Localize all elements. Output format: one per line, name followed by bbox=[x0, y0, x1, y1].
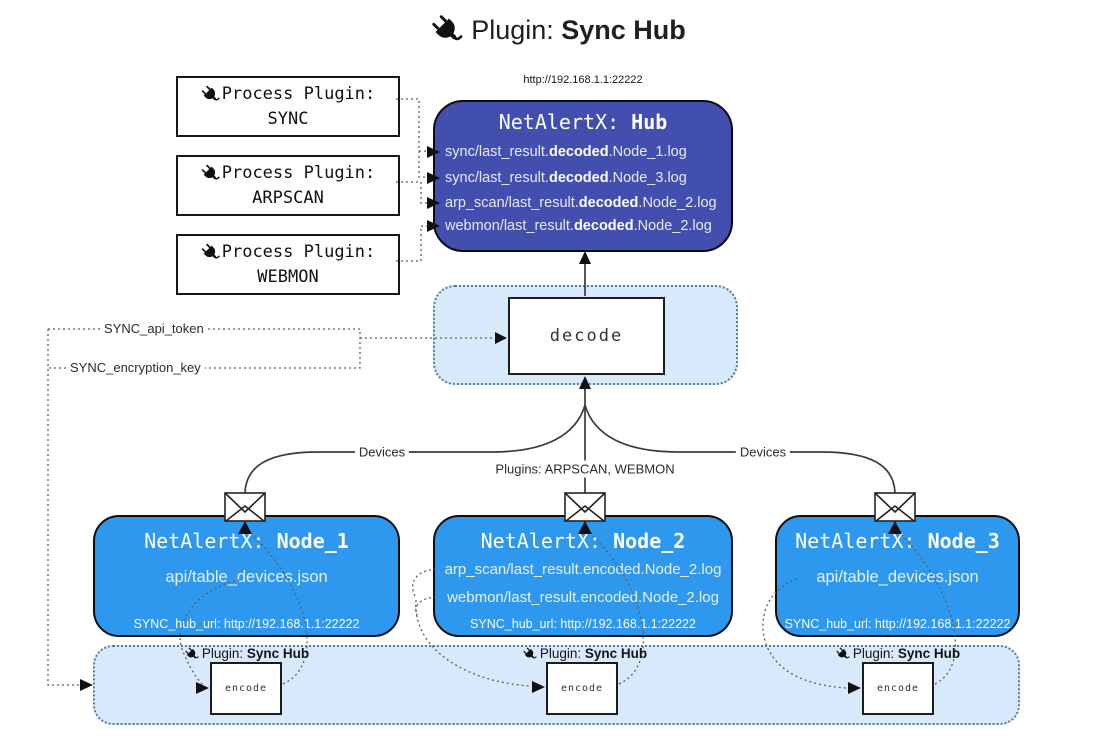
plugins-mid-label: Plugins: ARPSCAN, WEBMON bbox=[491, 460, 679, 478]
node-title-prefix: NetAlertX: bbox=[795, 529, 928, 553]
arrow-up-into-hub bbox=[579, 251, 591, 264]
log-decoded: decoded bbox=[548, 170, 609, 186]
node-2-title: NetAlertX: Node_2 bbox=[433, 529, 733, 553]
encoder-label-prefix: Plugin: bbox=[539, 646, 585, 661]
arrow-into-strip bbox=[80, 679, 93, 691]
process-plugin-box-webmon: Process Plugin: WEBMON bbox=[176, 234, 400, 295]
node-2-file: arp_scan/last_result.encoded.Node_2.log bbox=[444, 561, 722, 578]
hub-box bbox=[433, 100, 733, 252]
log-post: .Node_2.log bbox=[633, 218, 712, 234]
plug-icon bbox=[431, 14, 463, 46]
node1-devices-curve bbox=[244, 404, 586, 494]
node-title-name: Node_3 bbox=[927, 529, 1000, 553]
hub-log-row: webmon/last_result.decoded.Node_2.log bbox=[445, 218, 733, 236]
encode-box-3: encode bbox=[862, 662, 934, 715]
settings-to-strip-wire bbox=[47, 329, 80, 686]
log-decoded: decoded bbox=[578, 195, 639, 211]
devices-left-label: Devices bbox=[354, 443, 410, 461]
log-post: .Node_1.log bbox=[608, 144, 687, 160]
node-1-hub-url: SYNC_hub_url: http://192.168.1.1:22222 bbox=[133, 617, 360, 631]
plug-icon bbox=[201, 85, 220, 104]
plug-icon bbox=[201, 164, 220, 183]
plug-icon bbox=[201, 243, 220, 262]
encoder-plugin-label: Plugin: Sync Hub bbox=[523, 646, 647, 661]
log-post: .Node_2.log bbox=[638, 195, 717, 211]
hub-log-row: sync/last_result.decoded.Node_1.log bbox=[445, 144, 733, 162]
process-plugin-box-arpscan: Process Plugin: ARPSCAN bbox=[176, 155, 400, 216]
plug-icon bbox=[185, 647, 199, 661]
process-plugin-label: Process Plugin: bbox=[221, 83, 376, 104]
process-plugin-name: ARPSCAN bbox=[252, 187, 324, 208]
hub-log-row: arp_scan/last_result.decoded.Node_2.log bbox=[445, 195, 733, 213]
encoder-label-prefix: Plugin: bbox=[852, 646, 898, 661]
node-3-hub-url: SYNC_hub_url: http://192.168.1.1:22222 bbox=[784, 617, 1011, 631]
sync-plugin-wire bbox=[396, 98, 427, 178]
encoder-label-name: Sync Hub bbox=[584, 646, 648, 661]
devices-right-label: Devices bbox=[735, 443, 791, 461]
sync-encryption-key-label: SYNC_encryption_key bbox=[66, 359, 205, 376]
arpscan-plugin-wire bbox=[396, 181, 427, 204]
log-pre: sync/last_result. bbox=[445, 170, 549, 186]
log-decoded: decoded bbox=[573, 218, 634, 234]
process-plugin-label: Process Plugin: bbox=[221, 162, 376, 183]
hub-title-prefix: NetAlertX: bbox=[498, 110, 632, 134]
node-2-file: webmon/last_result.encoded.Node_2.log bbox=[447, 589, 719, 606]
page-title-name: Sync Hub bbox=[561, 14, 686, 45]
node-3-title: NetAlertX: Node_3 bbox=[775, 529, 1020, 553]
process-plugin-box-sync: Process Plugin: SYNC bbox=[176, 76, 400, 137]
plug-icon bbox=[523, 647, 537, 661]
encoder-plugin-label: Plugin: Sync Hub bbox=[185, 646, 309, 661]
page-title: Plugin: Sync Hub bbox=[0, 14, 1117, 46]
node-title-name: Node_1 bbox=[276, 529, 349, 553]
log-post: .Node_3.log bbox=[608, 170, 687, 186]
node-1-box bbox=[93, 515, 400, 637]
log-pre: arp_scan/last_result. bbox=[445, 195, 579, 211]
encoder-label-name: Sync Hub bbox=[897, 646, 961, 661]
node-title-prefix: NetAlertX: bbox=[144, 529, 277, 553]
sync-api-token-label: SYNC_api_token bbox=[100, 320, 208, 337]
hub-title: NetAlertX: Hub bbox=[433, 110, 733, 134]
node-1-file: api/table_devices.json bbox=[165, 568, 328, 586]
encode-box-1: encode bbox=[210, 662, 282, 715]
hub-log-row: sync/last_result.decoded.Node_3.log bbox=[445, 170, 733, 188]
process-plugin-name: SYNC bbox=[267, 108, 309, 129]
hub-url: http://192.168.1.1:22222 bbox=[523, 74, 643, 86]
encoder-label-name: Sync Hub bbox=[246, 646, 310, 661]
node-2-hub-url: SYNC_hub_url: http://192.168.1.1:22222 bbox=[470, 617, 696, 631]
node-3-file: api/table_devices.json bbox=[816, 568, 979, 586]
log-pre: sync/last_result. bbox=[445, 144, 549, 160]
page-title-prefix: Plugin: bbox=[471, 14, 562, 45]
log-pre: webmon/last_result. bbox=[445, 218, 574, 234]
plug-icon bbox=[836, 647, 850, 661]
hub-title-name: Hub bbox=[631, 110, 668, 134]
node-title-prefix: NetAlertX: bbox=[480, 529, 614, 553]
process-plugin-name: WEBMON bbox=[257, 266, 319, 287]
encoder-plugin-label: Plugin: Sync Hub bbox=[836, 646, 960, 661]
process-plugin-label: Process Plugin: bbox=[221, 241, 376, 262]
encoder-label-prefix: Plugin: bbox=[201, 646, 247, 661]
node-1-title: NetAlertX: Node_1 bbox=[93, 529, 400, 553]
encode-box-2: encode bbox=[546, 662, 618, 715]
log-decoded: decoded bbox=[548, 144, 609, 160]
node-title-name: Node_2 bbox=[613, 529, 686, 553]
decode-box: decode bbox=[508, 297, 665, 375]
webmon-plugin-wire bbox=[396, 225, 427, 262]
